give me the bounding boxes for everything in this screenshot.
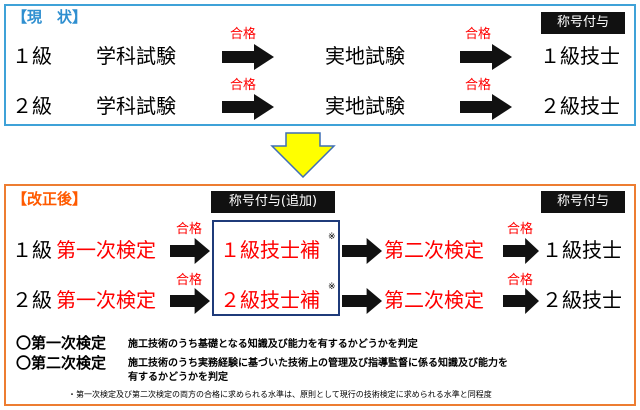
revised-step2-2: 第二次検定 (384, 288, 484, 312)
definition-head-second: 〇第二次検定 (16, 354, 107, 372)
arrow-icon (342, 288, 382, 314)
revised-step2-1: 第二次検定 (384, 238, 484, 262)
definition-body-second-line1: 施工技術のうち実務経験に基づいた技術上の管理及び指導監督に係る知識及び能力を (128, 358, 508, 369)
revised-pass-label-1b: 合格 (507, 222, 534, 237)
arrow-icon (222, 94, 274, 120)
revised-step1-1: 第一次検定 (56, 238, 156, 262)
revised-mid-1: １級技士補 (220, 238, 320, 262)
current-result-2: ２級技士 (540, 94, 620, 118)
revised-mid-2: ２級技士補 (220, 288, 320, 312)
current-panel-title: 【現 状】 (12, 8, 88, 26)
current-pass-label-1a: 合格 (230, 27, 257, 42)
assistant-engineer-box (212, 220, 340, 316)
current-result-1: １級技士 (540, 44, 620, 68)
current-step2-2: 実地試験 (325, 94, 405, 118)
note-mark-1: ※ (328, 232, 336, 242)
current-pass-label-2a: 合格 (230, 78, 257, 93)
down-arrow-icon (270, 132, 336, 178)
footnote: ・第一次検定及び第二次検定の両方の合格に求められる水準は、原則として現行の技術検… (68, 390, 492, 399)
revised-result-2: ２級技士 (542, 288, 622, 312)
current-panel (4, 4, 636, 126)
arrow-icon (460, 94, 512, 120)
definition-head-first: 〇第一次検定 (16, 334, 107, 352)
current-grade-1: １級 (12, 44, 52, 68)
note-mark-2: ※ (328, 282, 336, 292)
addition-award-badge: 称号付与(追加) (211, 191, 335, 213)
arrow-icon (342, 238, 382, 264)
arrow-icon (460, 44, 512, 70)
definition-body-second-line2: 有するかどうかを判定 (128, 372, 228, 383)
revised-panel (4, 184, 636, 406)
current-step1-2: 学科試験 (96, 94, 176, 118)
current-step1-1: 学科試験 (96, 44, 176, 68)
current-pass-label-2b: 合格 (465, 78, 492, 93)
revised-panel-title: 【改正後】 (12, 190, 88, 208)
revised-pass-label-2b: 合格 (507, 273, 534, 288)
arrow-icon (503, 238, 539, 264)
revised-step1-2: 第一次検定 (56, 288, 156, 312)
revised-pass-label-2a: 合格 (176, 273, 203, 288)
revised-pass-label-1a: 合格 (176, 222, 203, 237)
current-title-award-badge: 称号付与 (541, 12, 625, 34)
revised-grade-2: ２級 (12, 288, 52, 312)
current-grade-2: ２級 (12, 94, 52, 118)
arrow-icon (170, 238, 210, 264)
revised-result-1: １級技士 (542, 238, 622, 262)
arrow-icon (503, 288, 539, 314)
arrow-icon (170, 288, 210, 314)
definition-body-first: 施工技術のうち基礎となる知識及び能力を有するかどうかを判定 (128, 339, 418, 350)
revised-grade-1: １級 (12, 238, 52, 262)
revised-award-badge: 称号付与 (541, 191, 625, 213)
arrow-icon (222, 44, 274, 70)
current-step2-1: 実地試験 (325, 44, 405, 68)
current-pass-label-1b: 合格 (465, 27, 492, 42)
